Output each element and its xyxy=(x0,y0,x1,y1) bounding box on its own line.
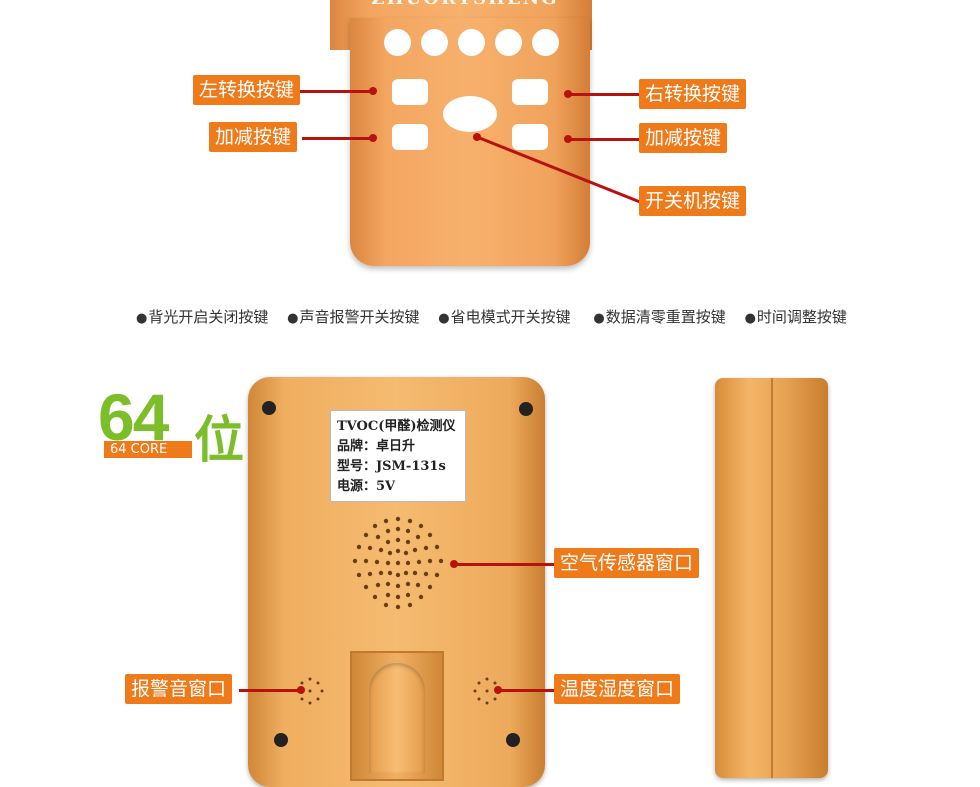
power-leader xyxy=(473,133,641,204)
feature-list: 背光开启关闭按键 声音报警开关按键 省电模式开关按键 数据清零重置按键 时间调整… xyxy=(136,306,861,327)
feature-item: 声音报警开关按键 xyxy=(287,308,419,326)
top-device xyxy=(350,18,590,266)
alarm-leader xyxy=(239,689,301,692)
function-button-2 xyxy=(421,29,448,56)
screw xyxy=(274,733,288,747)
screw xyxy=(519,402,533,416)
feature-item: 省电模式开关按键 xyxy=(438,308,570,326)
alarm-pointer xyxy=(297,686,305,694)
power-tag: 开关机按键 xyxy=(639,186,747,216)
function-button-4 xyxy=(495,29,522,56)
power-button xyxy=(443,96,497,132)
label-title: TVOC(甲醛)检测仪 xyxy=(337,419,456,434)
screw xyxy=(506,733,520,747)
temp-humidity-window-tag: 温度湿度窗口 xyxy=(554,674,681,704)
left-plus-minus-tag: 加减按键 xyxy=(209,122,298,152)
right-plus-minus-button xyxy=(512,124,548,150)
left-plus-minus-leader xyxy=(302,137,372,140)
right-plus-minus-leader xyxy=(568,138,640,141)
screw xyxy=(262,401,276,415)
function-button-3 xyxy=(458,29,485,56)
feature-item: 背光开启关闭按键 xyxy=(136,308,268,326)
sensor-window-tag: 空气传感器窗口 xyxy=(554,548,700,578)
function-button-1 xyxy=(384,29,411,56)
left-switch-pointer xyxy=(369,87,377,95)
sensor-grill xyxy=(352,516,444,610)
right-switch-button xyxy=(512,79,548,105)
kickstand-recess xyxy=(369,663,425,773)
right-switch-leader xyxy=(568,93,640,96)
right-switch-tag: 右转换按键 xyxy=(639,79,747,109)
badge-unit: 位 xyxy=(194,411,244,469)
sensor-leader xyxy=(454,563,554,566)
function-button-5 xyxy=(532,29,559,56)
badge-subtitle: 64 CORE xyxy=(104,441,192,458)
left-switch-leader xyxy=(300,90,372,93)
label-brand: 品牌：卓日升 xyxy=(337,439,416,454)
left-switch-button xyxy=(392,79,428,105)
label-power: 电源：5V xyxy=(337,479,396,494)
product-label: TVOC(甲醛)检测仪 品牌：卓日升 型号：JSM-131s 电源：5V xyxy=(330,410,466,502)
brand-text: ZHUORTSHENG xyxy=(340,0,590,9)
right-plus-minus-tag: 加减按键 xyxy=(639,123,728,153)
feature-item: 数据清零重置按键 xyxy=(593,308,725,326)
left-plus-minus-button xyxy=(392,124,428,150)
left-plus-minus-pointer xyxy=(369,134,377,142)
label-model: 型号：JSM-131s xyxy=(337,459,446,474)
side-seam xyxy=(771,378,773,778)
badge-number: 64 xyxy=(98,380,169,454)
feature-item: 时间调整按键 xyxy=(745,308,847,326)
temp-humidity-leader xyxy=(498,689,554,692)
alarm-window-tag: 报警音窗口 xyxy=(125,674,233,704)
left-switch-tag: 左转换按键 xyxy=(193,75,301,105)
